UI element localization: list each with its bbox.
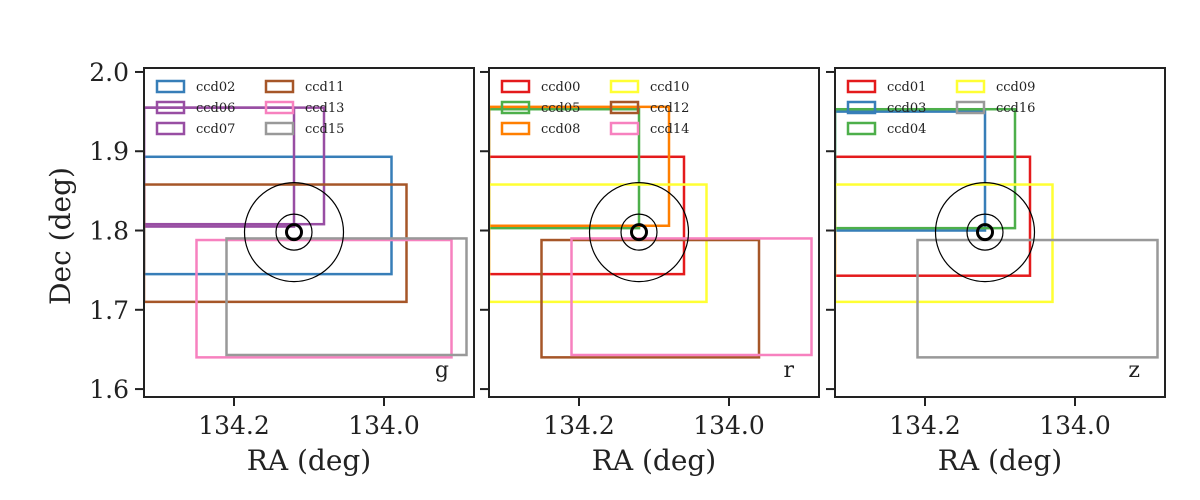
legend-swatch-ccd10: [609, 79, 640, 94]
axes-frame-g: [143, 67, 475, 398]
ccd-footprint-ccd12: [540, 238, 761, 359]
legend-label-ccd00: ccd00: [541, 80, 580, 95]
legend-label-ccd12: ccd12: [650, 101, 689, 116]
band-label: g: [435, 358, 449, 383]
legend-label-ccd11: ccd11: [305, 80, 344, 95]
legend-swatch-ccd15: [264, 121, 295, 136]
legend-label-ccd06: ccd06: [196, 101, 235, 116]
x-axis-label: RA (deg): [592, 444, 716, 477]
target-circle-2: [934, 182, 1036, 283]
legend-r: ccd00 ccd05 ccd08 ccd10 ccd12 ccd14: [500, 79, 689, 137]
x-tick-label: 134.2: [543, 411, 615, 440]
target-circle-0: [285, 223, 303, 242]
x-tick-label: 134.2: [889, 411, 961, 440]
x-tick-label: 134.0: [693, 411, 765, 440]
legend-swatch-ccd08: [500, 121, 531, 136]
ccd-footprint-ccd10: [489, 183, 708, 304]
ccd-footprint-ccd16: [916, 238, 1159, 359]
legend-label-ccd15: ccd15: [305, 122, 344, 137]
ccd-footprint-ccd13: [195, 238, 453, 359]
legend-label-ccd03: ccd03: [887, 101, 926, 116]
band-label: r: [783, 358, 794, 383]
legend-swatch-ccd00: [500, 79, 531, 94]
ccd-footprint-ccd00: [489, 155, 686, 276]
band-label: z: [1128, 358, 1140, 383]
ccd-footprint-ccd01: [835, 155, 1032, 277]
legend-swatch-ccd12: [609, 100, 640, 115]
plot-area-z: [835, 107, 1159, 359]
axes-frame-z: [834, 67, 1166, 398]
legend-label-ccd14: ccd14: [650, 122, 689, 137]
legend-label-ccd13: ccd13: [305, 101, 344, 116]
legend-swatch-ccd01: [846, 79, 877, 94]
ccd-footprint-ccd04: [835, 107, 1017, 230]
y-tick-label: 1.9: [89, 137, 129, 166]
legend-label-ccd02: ccd02: [196, 80, 235, 95]
legend-label-ccd09: ccd09: [996, 80, 1035, 95]
y-tick-label: 2.0: [89, 58, 129, 87]
legend-label-ccd01: ccd01: [887, 80, 926, 95]
legend-label-ccd07: ccd07: [196, 122, 235, 137]
x-axis-label: RA (deg): [247, 444, 371, 477]
y-axis-label: Dec (deg): [44, 167, 77, 305]
ccd-footprint-ccd05: [489, 107, 641, 230]
y-tick-label: 1.7: [89, 296, 129, 325]
legend-swatch-ccd07: [155, 121, 186, 136]
y-tick-label: 1.8: [89, 217, 129, 246]
legend-swatch-ccd14: [609, 121, 640, 136]
target-circle-1: [966, 213, 1004, 251]
legend-swatch-ccd03: [846, 100, 877, 115]
target-circle-1: [275, 213, 313, 251]
target-circle-2: [243, 182, 345, 283]
axes-frame-r: [488, 67, 820, 398]
legend-swatch-ccd04: [846, 121, 877, 136]
plot-area-g: [144, 106, 468, 359]
target-circle-2: [588, 182, 690, 283]
legend-swatch-ccd13: [264, 100, 295, 115]
target-circle-0: [976, 223, 994, 242]
ccd-footprint-ccd07: [144, 106, 326, 226]
target-circle-0: [630, 223, 648, 242]
legend-swatch-ccd11: [264, 79, 295, 94]
ccd-footprint-ccd09: [835, 183, 1054, 304]
legend-label-ccd05: ccd05: [541, 101, 580, 116]
ccd-footprint-ccd03: [835, 110, 987, 232]
legend-label-ccd08: ccd08: [541, 122, 580, 137]
x-axis-label: RA (deg): [938, 444, 1062, 477]
legend-label-ccd16: ccd16: [996, 101, 1035, 116]
ccd-footprint-ccd14: [570, 237, 813, 357]
x-tick-label: 134.2: [198, 411, 270, 440]
legend-label-ccd04: ccd04: [887, 122, 926, 137]
legend-z: ccd01 ccd03 ccd04 ccd09 ccd16: [846, 79, 1035, 137]
legend-swatch-ccd06: [155, 100, 186, 115]
target-circle-1: [620, 213, 658, 251]
x-tick-label: 134.0: [348, 411, 420, 440]
ccd-footprint-ccd02: [144, 155, 393, 276]
legend-g: ccd02 ccd06 ccd07 ccd11 ccd13 ccd15: [155, 79, 344, 137]
ccd-footprint-ccd11: [144, 183, 408, 304]
legend-swatch-ccd05: [500, 100, 531, 115]
legend-label-ccd10: ccd10: [650, 80, 689, 95]
x-tick-label: 134.0: [1039, 411, 1111, 440]
plot-area-r: [489, 105, 813, 359]
legend-swatch-ccd09: [955, 79, 986, 94]
ccd-footprint-ccd08: [489, 105, 671, 228]
legend-swatch-ccd16: [955, 100, 986, 115]
legend-swatch-ccd02: [155, 79, 186, 94]
y-tick-label: 1.6: [89, 375, 129, 404]
ccd-footprint-ccd15: [225, 237, 468, 357]
